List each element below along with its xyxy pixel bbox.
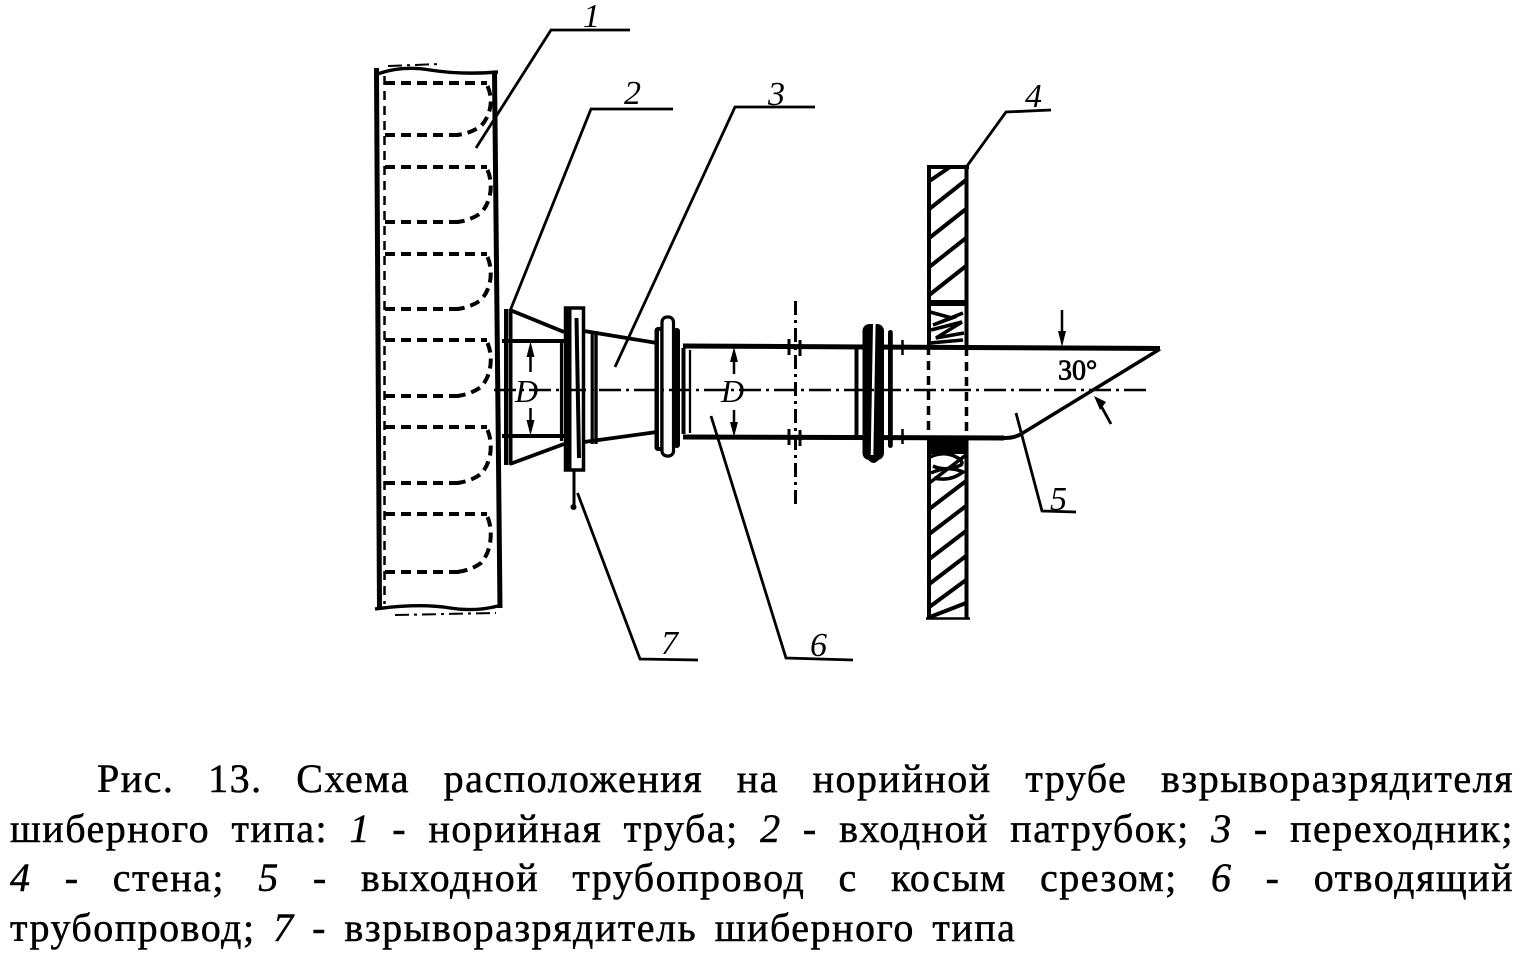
svg-text:D: D (514, 373, 538, 409)
svg-text:4: 4 (1025, 78, 1042, 115)
svg-text:D: D (720, 373, 744, 409)
svg-text:3: 3 (767, 76, 785, 113)
svg-text:7: 7 (661, 625, 680, 662)
svg-text:1: 1 (583, 0, 600, 35)
svg-text:2: 2 (624, 75, 641, 112)
svg-text:5: 5 (1050, 481, 1067, 518)
svg-text:30°: 30° (1058, 356, 1097, 387)
svg-text:6: 6 (810, 627, 827, 664)
